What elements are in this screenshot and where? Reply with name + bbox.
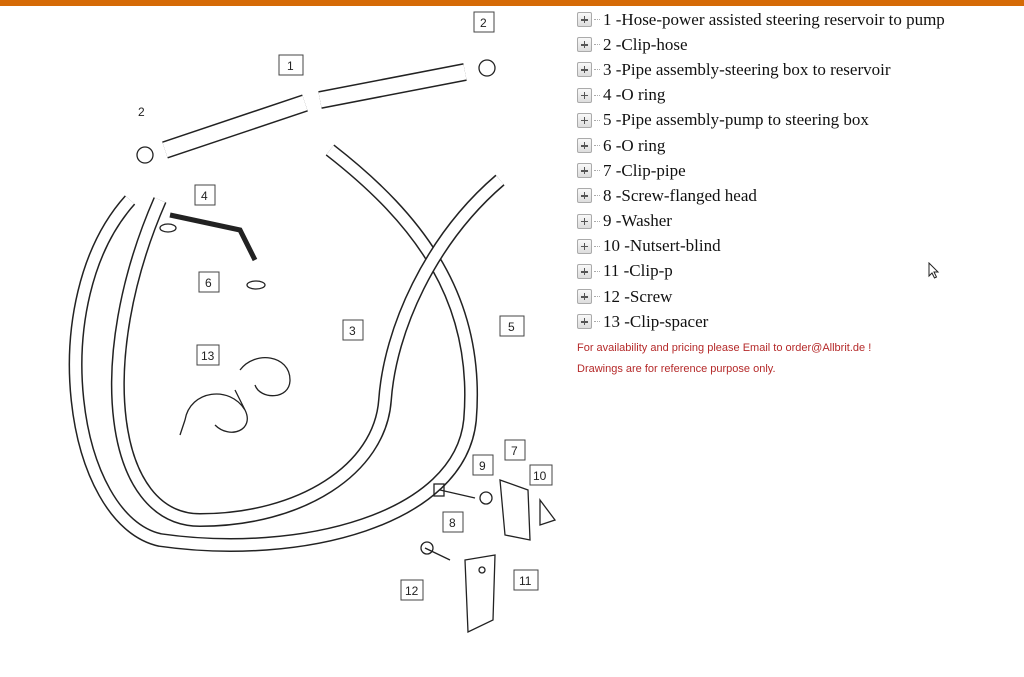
part-label: 5 -Pipe assembly-pump to steering box — [603, 110, 869, 130]
parts-list: 1 -Hose-power assisted steering reservoi… — [577, 7, 1017, 376]
part-item[interactable]: 13 -Clip-spacer — [577, 309, 1017, 334]
part-label: 9 -Washer — [603, 211, 672, 231]
callout-2b: 2 — [138, 105, 145, 119]
callout-5: 5 — [508, 320, 515, 334]
part-label: 4 -O ring — [603, 85, 666, 105]
part-item[interactable]: 7 -Clip-pipe — [577, 158, 1017, 183]
callout-2: 2 — [480, 16, 487, 30]
clip-hose — [478, 59, 496, 77]
callout-9: 9 — [479, 459, 486, 473]
part-item[interactable]: 6 -O ring — [577, 133, 1017, 158]
expand-icon[interactable] — [577, 87, 592, 103]
nutsert-10 — [539, 498, 557, 526]
part-label: 6 -O ring — [603, 135, 666, 155]
callout-labels: 1 2 2 4 6 13 3 3 5 9 7 10 8 12 11 — [138, 11, 553, 601]
part-label: 7 -Clip-pipe — [603, 160, 686, 180]
callout-1: 1 — [287, 59, 294, 73]
part-label: 2 -Clip-hose — [603, 34, 688, 54]
expand-icon[interactable] — [577, 188, 592, 204]
clip-pipe-7 — [499, 479, 531, 541]
part-label: 3 -Pipe assembly-steering box to reservo… — [603, 59, 891, 79]
expand-icon[interactable] — [577, 163, 592, 179]
clip-hose — [136, 146, 154, 164]
part-item[interactable]: 4 -O ring — [577, 83, 1017, 108]
expand-icon[interactable] — [577, 289, 592, 305]
part-item[interactable]: 5 -Pipe assembly-pump to steering box — [577, 108, 1017, 133]
expand-icon[interactable] — [577, 37, 592, 53]
top-accent-bar — [0, 0, 1024, 6]
part-item[interactable]: 1 -Hose-power assisted steering reservoi… — [577, 7, 1017, 32]
part-label: 8 -Screw-flanged head — [603, 185, 757, 205]
callout-13: 13 — [201, 349, 215, 363]
expand-icon[interactable] — [577, 138, 592, 154]
part-item[interactable]: 12 -Screw — [577, 284, 1017, 309]
screw-8 — [439, 489, 476, 499]
callout-8: 8 — [449, 516, 456, 530]
callout-7: 7 — [511, 444, 518, 458]
callout-11: 11 — [519, 574, 532, 588]
callout-4: 4 — [201, 189, 208, 203]
part-item[interactable]: 8 -Screw-flanged head — [577, 183, 1017, 208]
expand-icon[interactable] — [577, 238, 592, 254]
part-label: 1 -Hose-power assisted steering reservoi… — [603, 9, 945, 29]
availability-note: For availability and pricing please Emai… — [577, 342, 872, 355]
disclaimer-note: Drawings are for reference purpose only. — [577, 363, 776, 376]
washer-9 — [479, 491, 493, 505]
screw-12 — [424, 547, 451, 561]
part-label: 11 -Clip-p — [603, 261, 673, 281]
part-label: 13 -Clip-spacer — [603, 311, 709, 331]
callout-6: 6 — [205, 276, 212, 290]
part-item[interactable]: 2 -Clip-hose — [577, 32, 1017, 57]
part-item[interactable]: 10 -Nutsert-blind — [577, 234, 1017, 259]
expand-icon[interactable] — [577, 112, 592, 128]
callout-12: 12 — [405, 584, 419, 598]
part-label: 12 -Screw — [603, 286, 673, 306]
mouse-cursor-icon — [928, 262, 940, 279]
clip-p-11 — [464, 554, 496, 634]
part-label: 10 -Nutsert-blind — [603, 236, 721, 256]
callout-10: 10 — [533, 469, 547, 483]
part-item[interactable]: 3 -Pipe assembly-steering box to reservo… — [577, 57, 1017, 82]
expand-icon[interactable] — [577, 314, 592, 330]
clip-spacer — [179, 357, 291, 436]
expand-icon[interactable] — [577, 213, 592, 229]
part-item[interactable]: 9 -Washer — [577, 209, 1017, 234]
expand-icon[interactable] — [577, 62, 592, 78]
parts-diagram: 1 2 2 4 6 13 3 3 5 9 7 10 8 12 11 — [68, 11, 557, 634]
expand-icon[interactable] — [577, 12, 592, 28]
expand-icon[interactable] — [577, 263, 592, 279]
callout-3: 3 — [349, 324, 356, 338]
part-item[interactable]: 11 -Clip-p — [577, 259, 1017, 284]
